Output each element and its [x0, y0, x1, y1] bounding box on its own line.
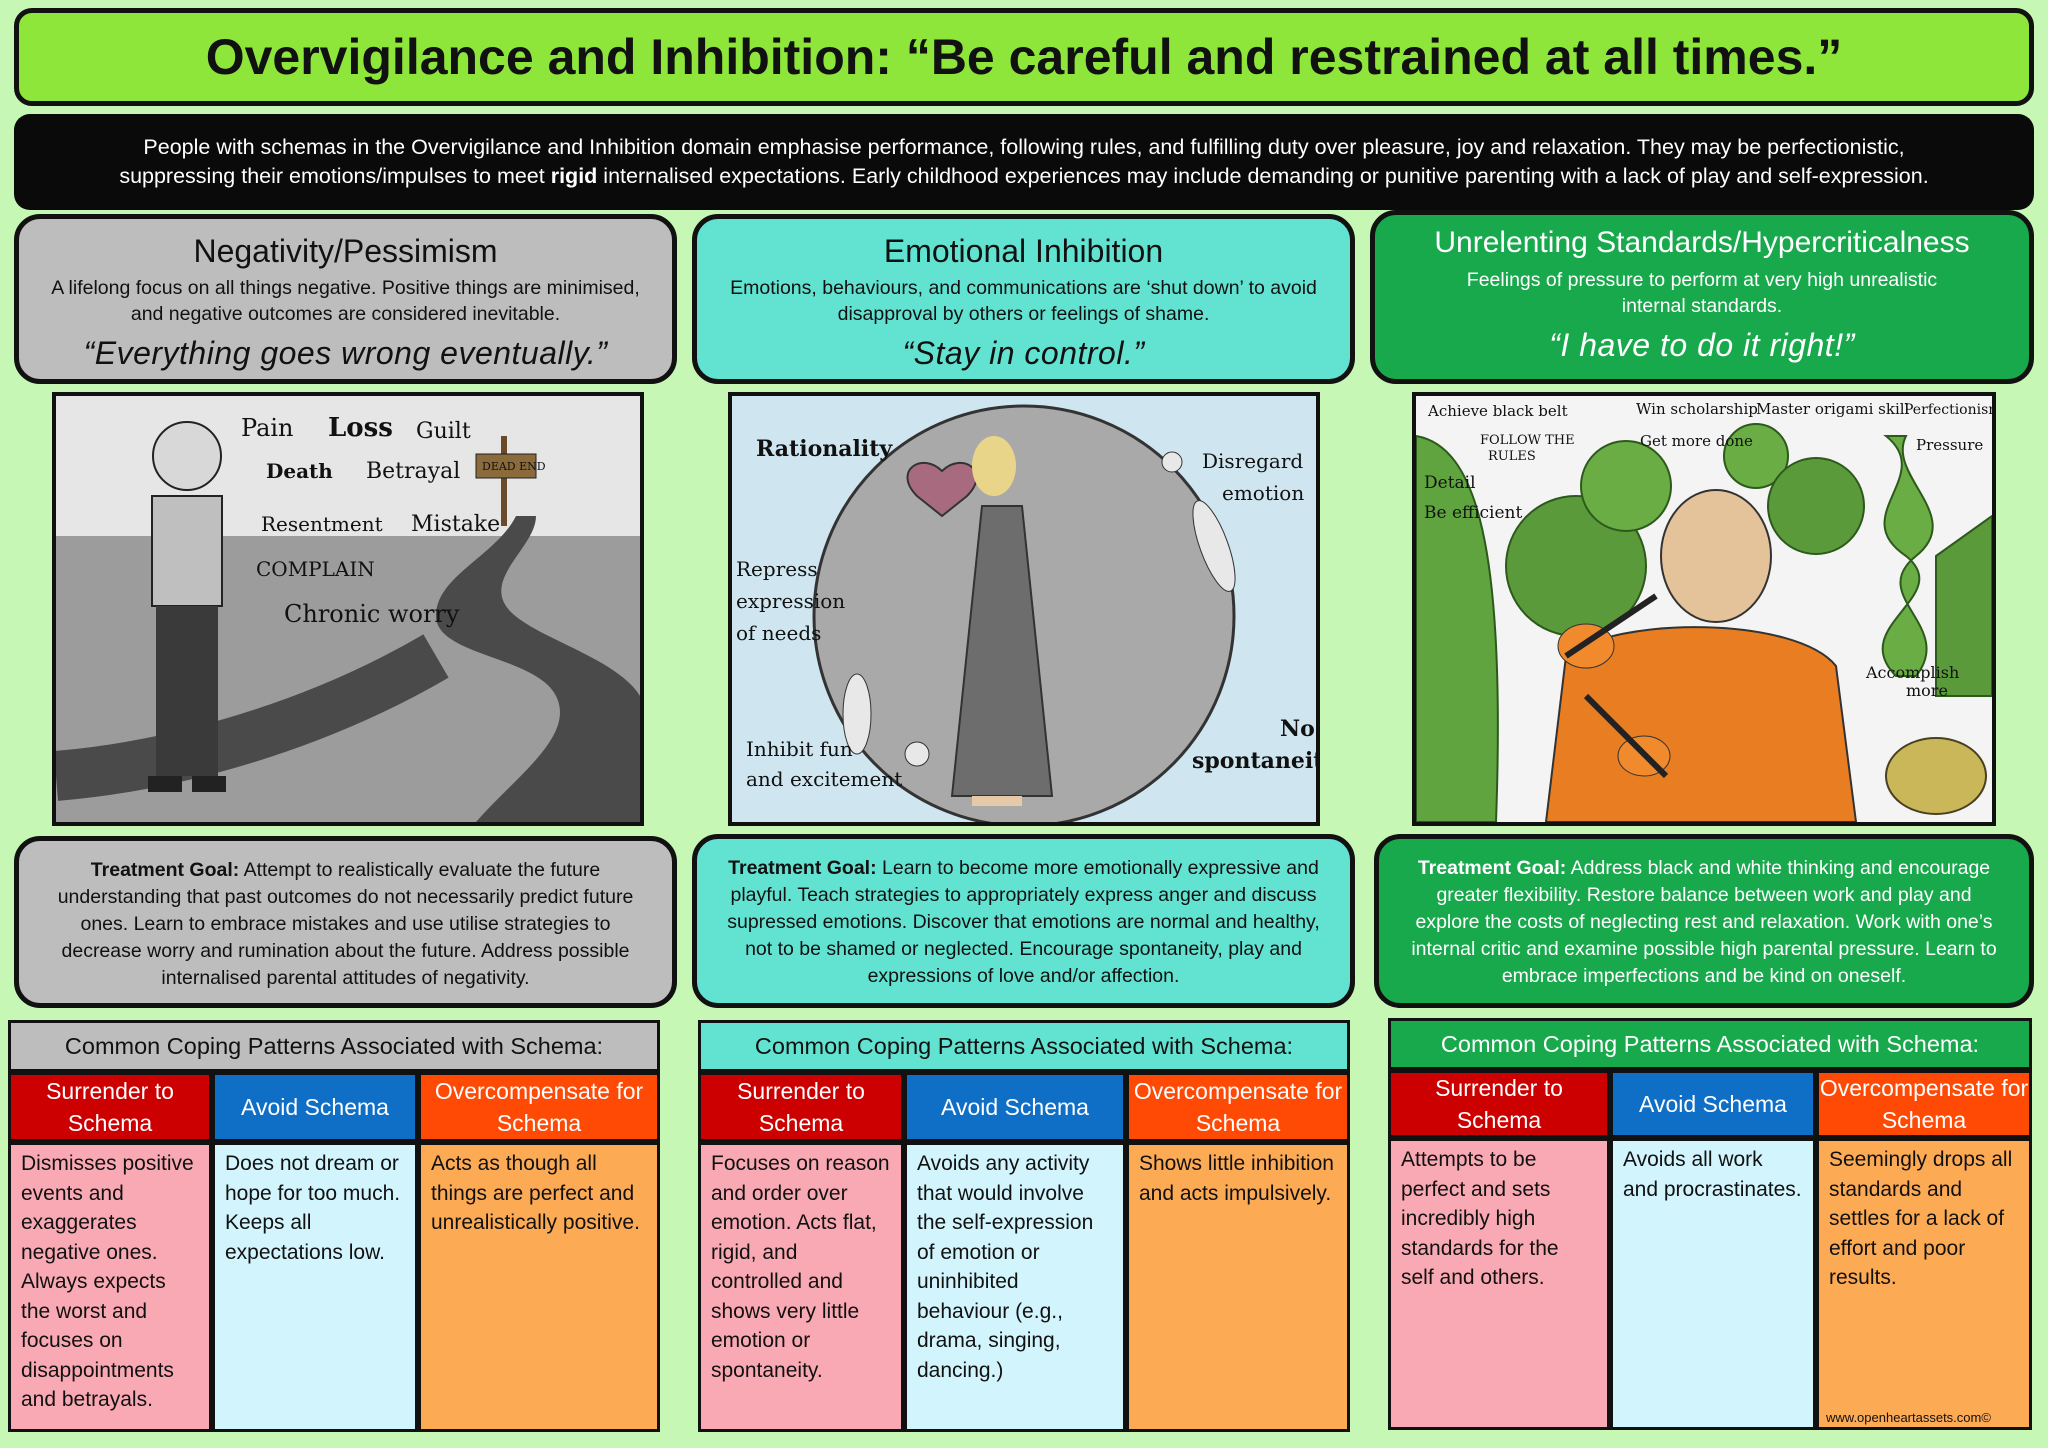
image-label: FOLLOW THE — [1480, 433, 1575, 448]
emotional-inhibition-illustration: Rationality Disregard emotion Repress ex… — [728, 392, 1320, 826]
schema-heading: Negativity/Pessimism — [193, 233, 498, 269]
schema-description: Emotions, behaviours, and communications… — [730, 277, 1317, 325]
emotional-inhibition-header-card: Emotional Inhibition Emotions, behaviour… — [692, 214, 1355, 384]
image-label: expression — [736, 589, 845, 613]
unrelenting-standards-illustration: Achieve black belt Win scholarship Maste… — [1412, 392, 1996, 826]
image-label: No — [1280, 716, 1315, 742]
overcompensate-header: Overcompensate for Schema — [418, 1072, 660, 1142]
image-label: Rationality — [756, 436, 893, 462]
schema-description: Feelings of pressure to perform at very … — [1466, 269, 1938, 317]
treatment-goal-text: Learn to become more emotionally express… — [727, 857, 1320, 987]
intro-paragraph: People with schemas in the Overvigilance… — [119, 133, 1928, 191]
image-label: Get more done — [1640, 432, 1753, 450]
treatment-goal-label: Treatment Goal: — [1417, 857, 1567, 879]
intro-line-2b: internalised expectations. Early childho… — [597, 164, 1929, 188]
coping-patterns-heading: Common Coping Patterns Associated with S… — [1388, 1018, 2032, 1070]
image-label: Chronic worry — [284, 600, 460, 628]
avoid-header: Avoid Schema — [1610, 1070, 1816, 1138]
emotional-inhibition-treatment-card: Treatment Goal: Learn to become more emo… — [692, 834, 1355, 1008]
surrender-header: Surrender to Schema — [1388, 1070, 1610, 1138]
unrelenting-standards-treatment-card: Treatment Goal: Address black and white … — [1374, 834, 2034, 1008]
image-label: Repress — [736, 557, 818, 581]
image-label: Guilt — [416, 419, 471, 444]
surrender-header: Surrender to Schema — [8, 1072, 212, 1142]
intro-line-2a: suppressing their emotions/impulses to m… — [119, 164, 551, 188]
image-label: Accomplish — [1865, 663, 1959, 682]
overcompensate-cell: Acts as though all things are perfect an… — [418, 1142, 660, 1432]
image-label: Master origami skill — [1756, 400, 1910, 418]
treatment-goal-label: Treatment Goal: — [728, 857, 877, 879]
image-label: Inhibit fun — [746, 737, 853, 761]
image-label: DEAD END — [482, 460, 546, 473]
avoid-cell: Avoids any activity that would involve t… — [904, 1142, 1126, 1432]
gardener-scene-graphic: Achieve black belt Win scholarship Maste… — [1416, 396, 1992, 822]
image-label: Detail — [1424, 473, 1476, 493]
image-label: COMPLAIN — [256, 557, 375, 581]
image-label: Resentment — [261, 512, 383, 536]
intro-text-box: People with schemas in the Overvigilance… — [14, 114, 2034, 210]
schema-quote: “I have to do it right!” — [1549, 327, 1855, 363]
website-credit: www.openheartassets.com© — [1826, 1410, 1991, 1425]
page-title-banner: Overvigilance and Inhibition: “Be carefu… — [14, 8, 2034, 106]
image-label: and excitement — [746, 767, 902, 791]
image-label: Betrayal — [366, 459, 460, 484]
schema-heading: Unrelenting Standards/Hypercriticalness — [1434, 226, 1970, 259]
image-label: Death — [266, 459, 333, 483]
image-label: spontaneity — [1192, 748, 1316, 774]
surrender-header: Surrender to Schema — [698, 1072, 904, 1142]
image-label: Pain — [241, 414, 294, 442]
schema-heading: Emotional Inhibition — [883, 233, 1164, 269]
intro-bold-word: rigid — [550, 164, 598, 188]
negativity-header-card: Negativity/Pessimism A lifelong focus on… — [14, 214, 677, 384]
treatment-goal-text: Address black and white thinking and enc… — [1411, 857, 1997, 987]
negativity-treatment-card: Treatment Goal: Attempt to realistically… — [14, 836, 677, 1008]
image-label: Achieve black belt — [1427, 402, 1568, 420]
negativity-illustration: DEAD END Pain Loss Guilt Death Betrayal … — [52, 392, 644, 826]
image-label: Pressure — [1916, 436, 1983, 454]
image-label: Win scholarship — [1636, 400, 1758, 418]
overcompensate-cell: Shows little inhibition and acts impulsi… — [1126, 1142, 1350, 1432]
image-label: Mistake — [411, 512, 500, 537]
image-label: Disregard — [1202, 449, 1303, 473]
surrender-cell: Focuses on reason and order over emotion… — [698, 1142, 904, 1432]
image-label: Loss — [328, 413, 393, 443]
overcompensate-header: Overcompensate for Schema — [1816, 1070, 2032, 1138]
bubble-scene-graphic: Rationality Disregard emotion Repress ex… — [732, 396, 1316, 822]
road-scene-graphic: DEAD END Pain Loss Guilt Death Betrayal … — [56, 396, 640, 822]
schema-quote: “Stay in control.” — [902, 335, 1145, 371]
avoid-cell: Does not dream or hope for too much. Kee… — [212, 1142, 418, 1432]
image-label: RULES — [1488, 449, 1536, 464]
treatment-goal-label: Treatment Goal: — [90, 859, 240, 881]
image-label: Perfectionism — [1904, 402, 1992, 418]
coping-patterns-heading: Common Coping Patterns Associated with S… — [8, 1020, 660, 1072]
avoid-cell: Avoids all work and procrastinates. — [1610, 1138, 1816, 1430]
surrender-cell: Attempts to be perfect and sets incredib… — [1388, 1138, 1610, 1430]
image-label: of needs — [736, 621, 821, 645]
overcompensate-cell: Seemingly drops all standards and settle… — [1816, 1138, 2032, 1430]
coping-patterns-heading: Common Coping Patterns Associated with S… — [698, 1020, 1350, 1072]
page-title: Overvigilance and Inhibition: “Be carefu… — [205, 29, 1843, 85]
avoid-header: Avoid Schema — [904, 1072, 1126, 1142]
surrender-cell: Dismisses positive events and exaggerate… — [8, 1142, 212, 1432]
schema-quote: “Everything goes wrong eventually.” — [83, 335, 608, 371]
treatment-goal-text: Attempt to realistically evaluate the fu… — [57, 859, 634, 989]
avoid-header: Avoid Schema — [212, 1072, 418, 1142]
image-label: emotion — [1222, 481, 1304, 505]
intro-line-1: People with schemas in the Overvigilance… — [143, 135, 1905, 159]
image-label: more — [1906, 681, 1948, 700]
overcompensate-header: Overcompensate for Schema — [1126, 1072, 1350, 1142]
schema-description: A lifelong focus on all things negative.… — [51, 277, 640, 325]
unrelenting-standards-header-card: Unrelenting Standards/Hypercriticalness … — [1370, 210, 2034, 384]
image-label: Be efficient — [1424, 503, 1522, 523]
